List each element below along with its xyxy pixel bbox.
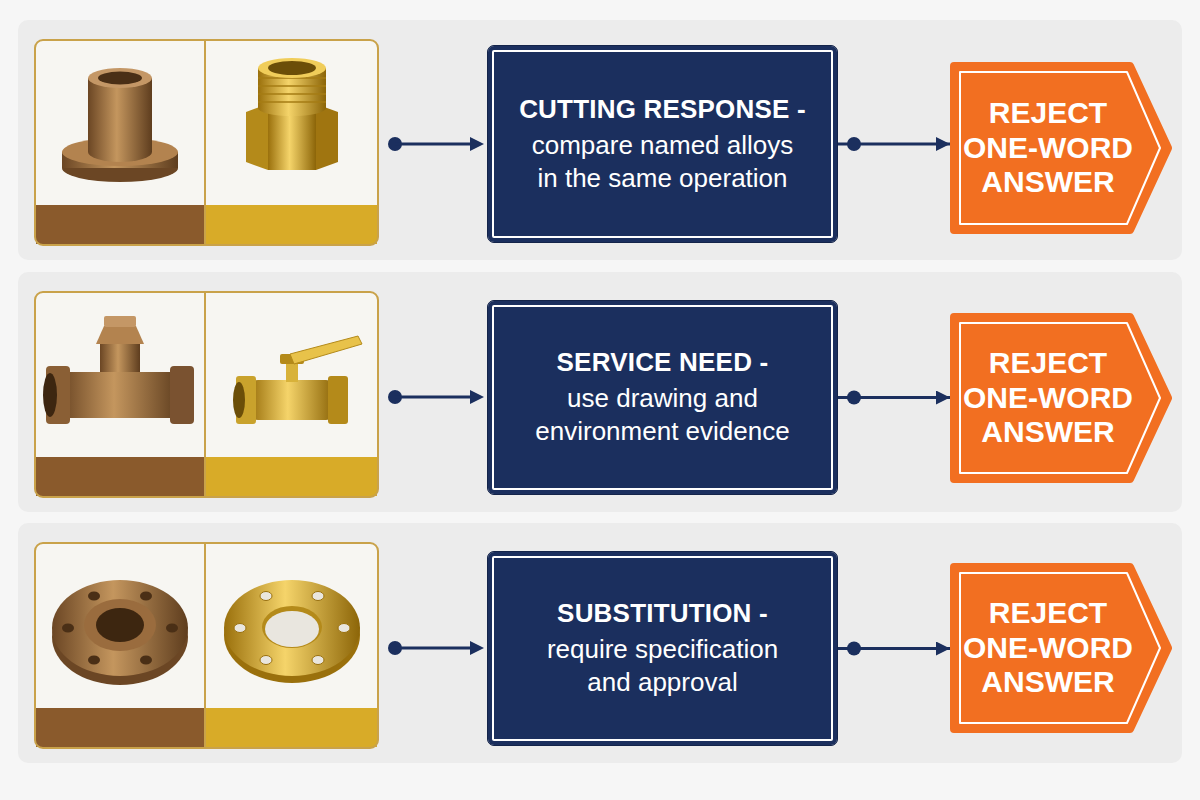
reject-arrow: REJECT ONE-WORD ANSWER [950,62,1172,234]
connector-group [838,137,950,151]
panel-divider [204,543,206,748]
text-wrap: SUBSTITUTION -require specification and … [503,597,823,699]
bolt-holes [62,592,178,665]
flange-bore [96,608,144,642]
reject-arrow: REJECT ONE-WORD ANSWER [950,563,1172,733]
flow-connector [838,143,950,146]
connector-dot [847,137,861,151]
panel-divider [204,40,206,245]
flange-bore-edge [262,606,322,648]
flow-connector [838,647,950,650]
flow-arrow [395,143,472,146]
panel-divider [204,292,206,497]
reject-label: REJECT ONE-WORD ANSWER [950,596,1146,700]
bushing-body [88,78,152,152]
hex-face [246,104,268,170]
bolt-hole [88,656,100,665]
criterion-detail: compare named alloys in the same operati… [525,129,800,196]
row-band [18,272,1182,512]
photo-panel [35,292,378,497]
bolt-holes [234,592,350,665]
bolt-hole [260,592,272,601]
port-opening [233,382,245,418]
panel-frame [35,40,378,245]
row-group [18,20,1182,260]
flow-arrow [395,647,472,650]
flange-face [224,580,360,676]
arrow-head [470,641,484,655]
criterion-box: SUBSTITUTION -require specification and … [487,551,838,746]
bronze-bar [36,708,205,747]
valve-body [60,372,180,418]
criterion-detail: use drawing and environment evidence [525,382,800,449]
text-wrap: REJECT ONE-WORD ANSWER [950,62,1146,234]
bushing-top [88,68,152,88]
text-wrap: REJECT ONE-WORD ANSWER [950,313,1146,483]
valve-port [170,366,194,424]
valve-body [250,380,334,420]
bronze-bar [36,457,205,496]
criterion-box: CUTTING RESPONSE -compare named alloys i… [487,45,838,243]
connector-group [838,391,950,405]
criterion-box: SERVICE NEED -use drawing and environmen… [487,300,838,495]
port-opening [43,373,57,417]
connector-dot [847,642,861,656]
criterion-heading: SUBSTITUTION - [503,597,823,631]
criterion-detail: require specification and approval [525,633,800,700]
bolt-hole [260,656,272,665]
flow-arrow [395,396,472,399]
bolt-hole [88,592,100,601]
flow-connector [838,396,950,399]
text-wrap: CUTTING RESPONSE -compare named alloys i… [503,93,823,195]
text-wrap: REJECT ONE-WORD ANSWER [950,563,1146,733]
row-group [18,272,1182,512]
reject-arrow: REJECT ONE-WORD ANSWER [950,313,1172,483]
flange-face [52,580,188,676]
bolt-hole [62,624,74,633]
hex-face [316,104,338,170]
bushing-bore [98,72,142,85]
reject-label: REJECT ONE-WORD ANSWER [950,346,1146,450]
arrow-head [470,390,484,404]
bolt-hole [312,656,324,665]
connector-dot [847,391,861,405]
fitting-bore [268,61,316,75]
flange-bore [265,611,319,647]
bolt-hole [140,656,152,665]
brass-bar [205,708,377,747]
fitting-top [258,58,326,78]
valve-cap [96,326,144,344]
brass-bar [205,205,377,244]
reject-label: REJECT ONE-WORD ANSWER [950,96,1146,200]
criterion-heading: SERVICE NEED - [503,346,823,380]
bolt-hole [166,624,178,633]
panel-frame [35,292,378,497]
row-band [18,20,1182,260]
valve-lever [290,336,362,364]
bolt-hole [312,592,324,601]
bolt-hole [140,592,152,601]
valve-cap [104,316,136,327]
panel-frame [35,543,378,748]
photo-panel [35,543,378,748]
text-wrap: SERVICE NEED -use drawing and environmen… [503,346,823,448]
arrow-head [470,137,484,151]
thread-lines [258,78,326,102]
row-band [18,523,1182,763]
bronze-bar [36,205,205,244]
valve-port [328,376,348,424]
connector-group [838,642,950,656]
criterion-heading: CUTTING RESPONSE - [503,93,823,127]
photo-panel [35,40,378,245]
brass-bar [205,457,377,496]
row-group [18,523,1182,763]
bolt-hole [234,624,246,633]
flange-hub [84,599,156,651]
bolt-hole [338,624,350,633]
valve-bonnet [100,342,140,376]
